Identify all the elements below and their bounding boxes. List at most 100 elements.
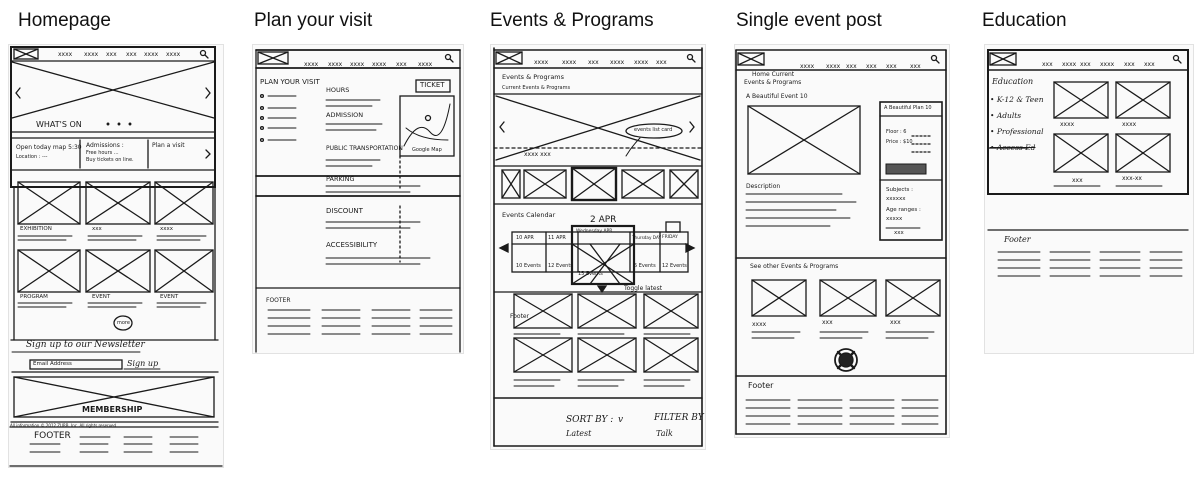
calendar-day-selected[interactable]: Wednesday APR [576, 229, 613, 234]
tile-label: EXHIBITION [20, 226, 52, 232]
footer-label: Footer [748, 381, 774, 390]
nav-item[interactable]: xxxx [610, 59, 625, 66]
edu-caption: xxx [1072, 177, 1083, 184]
footer-label: FOOTER [266, 297, 291, 304]
floor-text: Floor : 6 [886, 129, 907, 135]
event-count: 12 Events [548, 263, 573, 269]
tile-label: EVENT [160, 294, 179, 300]
tile-label: xxxx [160, 226, 174, 232]
calendar-day[interactable]: Thursday DAY [632, 235, 662, 240]
edu-menu-item[interactable]: • Access Ed [990, 143, 1036, 152]
nav-item[interactable]: xxxx [562, 59, 577, 66]
nav-item[interactable]: xxxx [534, 59, 549, 66]
panel-events [490, 44, 706, 450]
admissions-text: Admissions : [86, 142, 124, 149]
email-input[interactable]: Email Address [33, 361, 72, 367]
calendar-day[interactable]: FRIDAY [662, 235, 678, 240]
sort-by-label[interactable]: SORT BY : [566, 415, 614, 425]
nav-item[interactable]: xxx [396, 61, 407, 68]
event-count: 5 Events [634, 263, 656, 269]
sub-heading: Current Events & Programs [502, 85, 571, 91]
nav-item[interactable]: xxxx [144, 51, 159, 58]
footer-label: FOOTER [34, 431, 71, 441]
nav-item[interactable]: xxx [588, 59, 599, 66]
nav-item[interactable]: xxxx [372, 61, 387, 68]
nav-item[interactable]: xxxx [826, 63, 841, 70]
nav-item[interactable]: xxxx [328, 61, 343, 68]
sort-dropdown-icon[interactable]: v [618, 415, 624, 425]
tile-label: PROGRAM [20, 294, 48, 300]
admissions-sub: Buy tickets on line. [86, 157, 134, 163]
see-other-heading: See other Events & Programs [750, 263, 839, 270]
description-label: Description [746, 183, 781, 190]
subjects-value: xxxxxx [886, 196, 906, 202]
nav-item[interactable]: xxx [126, 51, 137, 58]
edu-caption: xxxx [1122, 121, 1137, 128]
nav-item[interactable]: xxxx [166, 51, 181, 58]
sort-value[interactable]: Latest [566, 429, 592, 438]
toggle-latest[interactable]: Toggle latest [624, 285, 663, 292]
calendar-heading: Events Calendar [502, 211, 556, 219]
nav-item[interactable]: xxx [1042, 61, 1053, 68]
nav-item[interactable]: xxx [106, 51, 117, 58]
section-hours: HOURS [326, 86, 350, 94]
edu-menu-item[interactable]: • Adults [990, 111, 1022, 120]
nav-item[interactable]: xxxx [1062, 61, 1077, 68]
plan-visit-link[interactable]: Plan a visit [152, 142, 185, 149]
nav-item[interactable]: xxx [910, 63, 921, 70]
nav-item[interactable]: xxxx [304, 61, 319, 68]
nav-item[interactable]: xxxx [800, 63, 815, 70]
nav-item[interactable]: xxx [866, 63, 877, 70]
nav-item[interactable]: xxx [846, 63, 857, 70]
signup-button[interactable]: Sign up [127, 359, 159, 368]
event-count: 15 Events [578, 271, 603, 277]
list-label: Footer [510, 313, 530, 320]
section-accessibility: ACCESSIBILITY [326, 241, 378, 249]
nav-item[interactable]: xxxx [58, 51, 73, 58]
section-transportation: PUBLIC TRANSPORTATION [326, 145, 403, 152]
nav-item[interactable]: xxx [656, 59, 667, 66]
tile-label: xxx [92, 226, 102, 232]
nav-item[interactable]: xxx [1080, 61, 1091, 68]
title-single-event-post: Single event post [736, 10, 882, 31]
tag-text: xxx [894, 230, 904, 236]
single-sketch [735, 49, 947, 435]
calendar-day[interactable]: 11 APR [548, 235, 566, 241]
title-education: Education [982, 10, 1067, 31]
thumb-caption: xxx [822, 319, 833, 326]
highlight-note: events list card [634, 127, 673, 133]
slide-caption: xxxx xxx [524, 151, 551, 158]
nav-item[interactable]: xxxx [1100, 61, 1115, 68]
page-title: PLAN YOUR VISIT [260, 78, 320, 86]
event-count: 12 Events [662, 263, 687, 269]
newsletter-heading: Sign up to our Newsletter [26, 340, 145, 350]
homepage-sketch [9, 46, 223, 467]
nav-item[interactable]: xxx [1144, 61, 1155, 68]
filter-value[interactable]: Talk [656, 429, 673, 438]
nav-item[interactable]: xxxx [418, 61, 433, 68]
event-title: A Beautiful Event 10 [746, 93, 808, 100]
nav-item[interactable]: xxx [1124, 61, 1135, 68]
breadcrumb[interactable]: Home Current [752, 71, 795, 78]
edu-menu-item[interactable]: • Professional [990, 127, 1044, 136]
nav-item[interactable]: xxxx [350, 61, 365, 68]
more-button[interactable]: more [117, 320, 130, 326]
ticket-button[interactable]: TICKET [420, 81, 445, 89]
side-title: A Beautiful Plan 10 [884, 105, 932, 111]
breadcrumb[interactable]: Events & Programs [502, 73, 565, 81]
education-heading: Education [992, 77, 1034, 86]
price-text: Price : $10 [886, 139, 913, 145]
event-count: 10 Events [516, 263, 541, 269]
membership-banner[interactable]: MEMBERSHIP [82, 405, 143, 414]
filter-by-label[interactable]: FILTER BY [654, 413, 704, 423]
edu-menu-item[interactable]: • K-12 & Teen [990, 95, 1044, 104]
nav-item[interactable]: xxxx [634, 59, 649, 66]
breadcrumb[interactable]: Events & Programs [744, 79, 802, 86]
location-text: Location : --- [16, 154, 48, 160]
section-discount: DISCOUNT [326, 207, 363, 215]
nav-item[interactable]: xxx [886, 63, 897, 70]
copyright-text: All information © 2012 ZURB, Inc. All ri… [10, 423, 118, 428]
calendar-day[interactable]: 10 APR [516, 235, 534, 241]
nav-item[interactable]: xxxx [84, 51, 99, 58]
